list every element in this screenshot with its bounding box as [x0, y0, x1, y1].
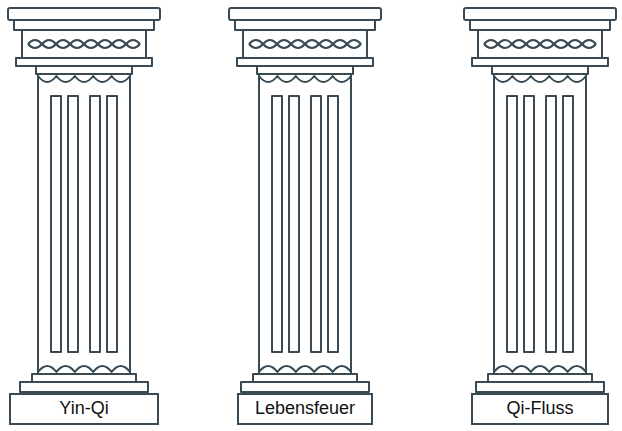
column: [8, 8, 160, 392]
column: [464, 8, 616, 392]
column: [229, 8, 381, 392]
label-box: Lebensfeuer: [237, 393, 373, 425]
label-box: Qi-Fluss: [471, 393, 609, 425]
column-label: Yin-Qi: [59, 399, 108, 419]
label-box: Yin-Qi: [9, 393, 159, 425]
column-label: Qi-Fluss: [507, 399, 574, 419]
column-label: Lebensfeuer: [255, 399, 355, 419]
